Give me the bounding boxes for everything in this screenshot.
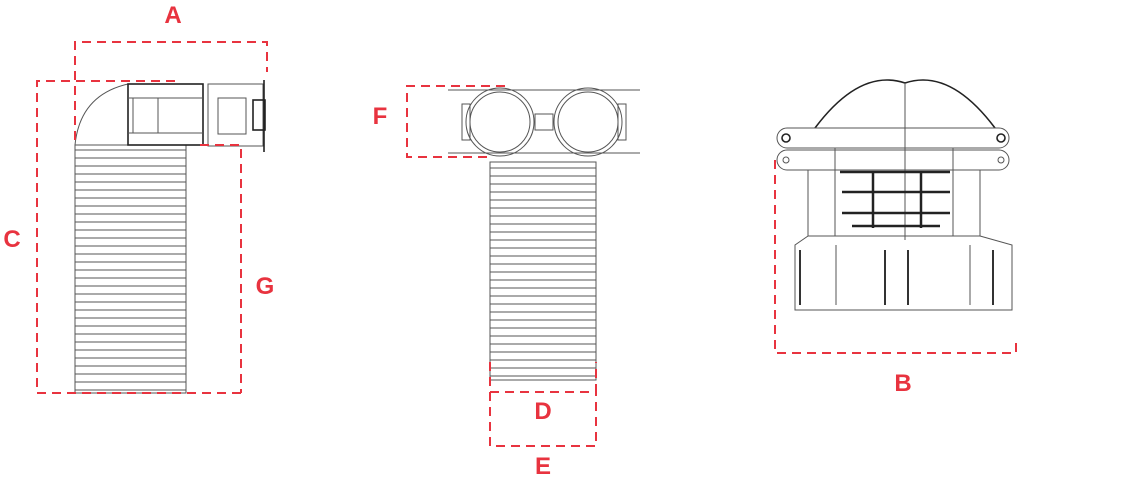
dimension-b — [774, 160, 1017, 354]
top-view-drawing — [776, 79, 1013, 311]
label-e: E — [534, 453, 552, 480]
side-view-drawing — [74, 80, 266, 394]
label-c: C — [3, 226, 21, 253]
label-g: G — [255, 273, 275, 300]
label-d: D — [534, 398, 552, 425]
dimension-c — [36, 80, 242, 394]
label-f: F — [372, 103, 388, 130]
dimension-f — [406, 85, 505, 158]
dimension-e — [489, 392, 597, 447]
label-b: B — [894, 370, 912, 397]
dimension-g — [200, 144, 242, 393]
front-view-drawing — [448, 87, 640, 381]
dimension-a — [74, 41, 268, 140]
label-a: A — [164, 2, 182, 29]
dimension-d — [489, 362, 597, 393]
